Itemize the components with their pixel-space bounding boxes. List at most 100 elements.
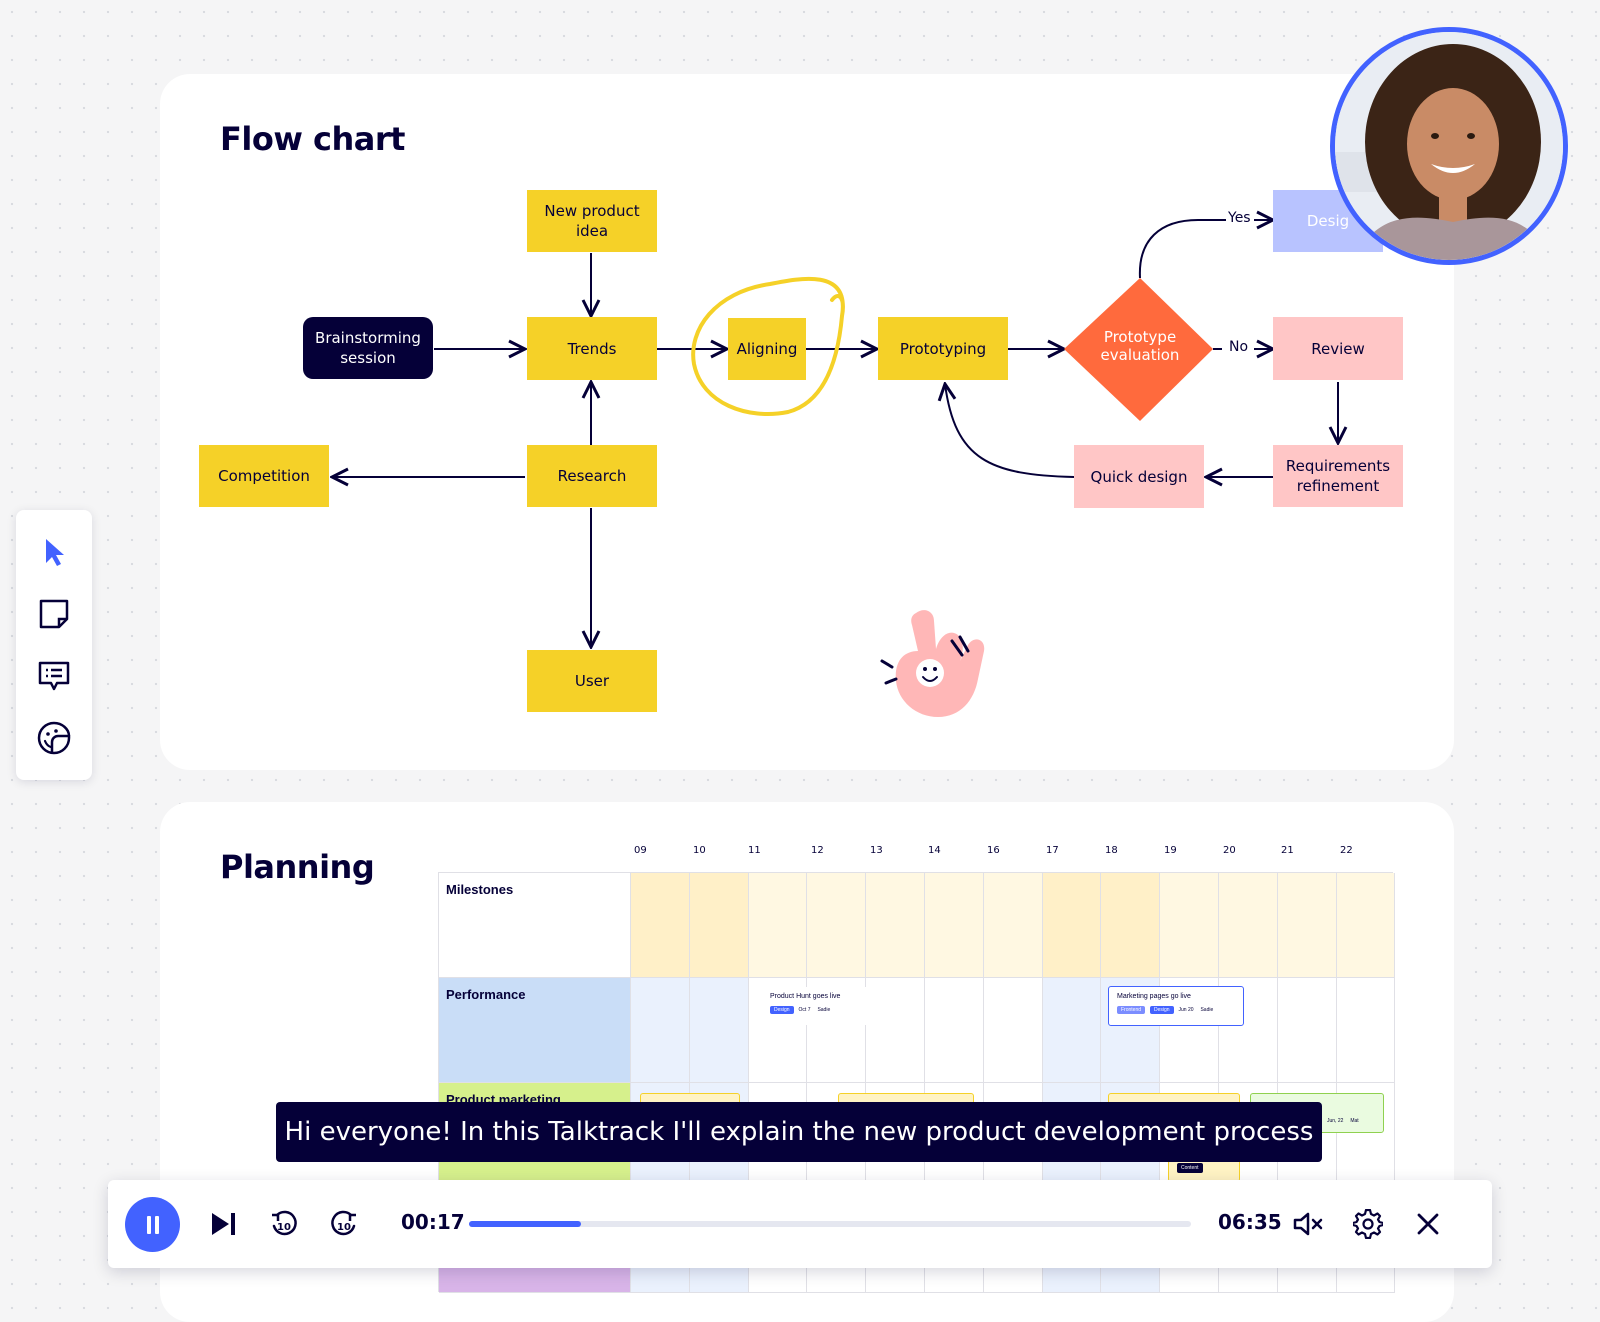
timeline-cell[interactable] (1277, 978, 1337, 1083)
branch-label-no: No (1229, 339, 1249, 355)
decision-diamond (1064, 278, 1213, 421)
skip-next-icon (212, 1213, 235, 1235)
current-time: 00:17 (401, 1210, 465, 1234)
settings-button[interactable] (1348, 1204, 1388, 1244)
row-label-cell (439, 873, 631, 978)
card-tag: Design (770, 1006, 794, 1014)
card-tag: Design (1149, 1006, 1174, 1014)
connector-yes-branch (1138, 219, 1226, 279)
node-competition[interactable]: Competition (199, 445, 329, 507)
node-review[interactable]: Review (1273, 317, 1403, 380)
column-header: 16 (987, 845, 1000, 856)
timeline-cell[interactable] (631, 873, 690, 978)
timeline-cell[interactable] (1219, 873, 1278, 978)
column-header: 20 (1223, 845, 1236, 856)
node-aligning[interactable]: Aligning (728, 318, 806, 380)
card-owner: Mat (1350, 1118, 1359, 1125)
card-owner: Sadie (1200, 1007, 1214, 1013)
timeline-cell[interactable] (1160, 873, 1219, 978)
timeline-cell[interactable] (1101, 873, 1161, 978)
close-icon (1417, 1213, 1439, 1235)
flowchart-connectors (0, 0, 1600, 1178)
timeline-cell[interactable] (689, 873, 749, 978)
node-quick-design[interactable]: Quick design (1074, 445, 1204, 508)
svg-text:10: 10 (277, 1222, 291, 1233)
column-header: 11 (748, 845, 761, 856)
planning-title: Planning (220, 848, 375, 886)
timeline-cell[interactable] (925, 978, 984, 1083)
forward-10-button[interactable]: 10 (324, 1204, 364, 1244)
ok-hand-sticker (880, 610, 985, 717)
pause-button[interactable] (125, 1197, 180, 1252)
row-label-cell (439, 978, 631, 1083)
row-label-milestones: Milestones (446, 882, 514, 897)
card-title: Product Hunt goes live (770, 993, 841, 1000)
card-marketing-pages[interactable]: Marketing pages go live Frontend Design … (1108, 986, 1244, 1026)
node-prototyping[interactable]: Prototyping (878, 317, 1008, 380)
forward-10-icon: 10 (331, 1210, 356, 1236)
timeline-cell[interactable] (1336, 978, 1396, 1083)
mute-button[interactable] (1288, 1204, 1328, 1244)
timeline-cell[interactable] (1042, 873, 1102, 978)
tooltip: Content (1177, 1163, 1203, 1173)
timeline-cell[interactable] (748, 873, 808, 978)
left-toolbar (16, 510, 92, 780)
cursor-icon[interactable] (34, 532, 74, 572)
column-header: 13 (870, 845, 883, 856)
rewind-10-button[interactable]: 10 (264, 1204, 304, 1244)
sticker-icon[interactable] (34, 718, 74, 758)
column-header: 14 (928, 845, 941, 856)
progress-fill (469, 1221, 581, 1227)
presenter-avatar (1330, 27, 1568, 265)
node-user[interactable]: User (527, 650, 657, 712)
column-header: 17 (1046, 845, 1059, 856)
node-new-product-idea[interactable]: New product idea (527, 190, 657, 252)
column-header: 09 (634, 845, 647, 856)
connector-quickdesign-prototyping (945, 384, 1075, 478)
sticky-note-icon[interactable] (34, 594, 74, 634)
timeline-cell[interactable] (1277, 873, 1337, 978)
total-time: 06:35 (1218, 1210, 1282, 1234)
flowchart-title: Flow chart (220, 120, 405, 158)
timeline-cell[interactable] (807, 873, 867, 978)
column-header: 12 (811, 845, 824, 856)
timeline-cell[interactable] (1042, 978, 1102, 1083)
svg-text:10: 10 (337, 1222, 351, 1233)
flowchart-frame[interactable] (160, 74, 1454, 770)
pause-icon (146, 1215, 159, 1234)
node-requirements-refinement[interactable]: Requirements refinement (1273, 445, 1403, 507)
highlight-circle (691, 276, 845, 416)
talktrack-caption: Hi everyone! In this Talktrack I'll expl… (276, 1102, 1322, 1162)
node-research[interactable]: Research (527, 445, 657, 507)
column-header: 10 (693, 845, 706, 856)
comment-icon[interactable] (34, 656, 74, 696)
column-header: 21 (1281, 845, 1294, 856)
node-prototype-evaluation[interactable]: Prototype evaluation (1100, 328, 1180, 364)
column-header: 18 (1105, 845, 1118, 856)
timeline-cell[interactable] (983, 978, 1043, 1083)
card-date: Jun 20 (1178, 1007, 1194, 1013)
volume-muted-icon (1293, 1212, 1323, 1236)
node-trends[interactable]: Trends (527, 317, 657, 380)
row-label-performance: Performance (446, 987, 526, 1002)
column-header: 22 (1340, 845, 1353, 856)
timeline-cell[interactable] (631, 978, 690, 1083)
next-button[interactable] (204, 1204, 244, 1244)
node-brainstorming-session[interactable]: Brainstorming session (303, 317, 433, 379)
talktrack-player: 10 10 00:17 06:35 (108, 1180, 1492, 1268)
card-date: Jun, 22 (1327, 1118, 1344, 1125)
close-button[interactable] (1408, 1204, 1448, 1244)
branch-label-yes: Yes (1228, 210, 1251, 226)
card-owner: Sadie (817, 1007, 831, 1013)
gear-icon (1353, 1209, 1383, 1239)
rewind-10-icon: 10 (272, 1210, 297, 1236)
card-product-hunt[interactable]: Product Hunt goes live Design Oct 7 Sadi… (762, 987, 892, 1025)
card-date: Oct 7 (798, 1007, 811, 1013)
progress-bar[interactable] (469, 1221, 1191, 1227)
timeline-cell[interactable] (866, 873, 925, 978)
timeline-cell[interactable] (1336, 873, 1396, 978)
column-header: 19 (1164, 845, 1177, 856)
timeline-cell[interactable] (689, 978, 749, 1083)
timeline-cell[interactable] (925, 873, 984, 978)
timeline-cell[interactable] (983, 873, 1043, 978)
